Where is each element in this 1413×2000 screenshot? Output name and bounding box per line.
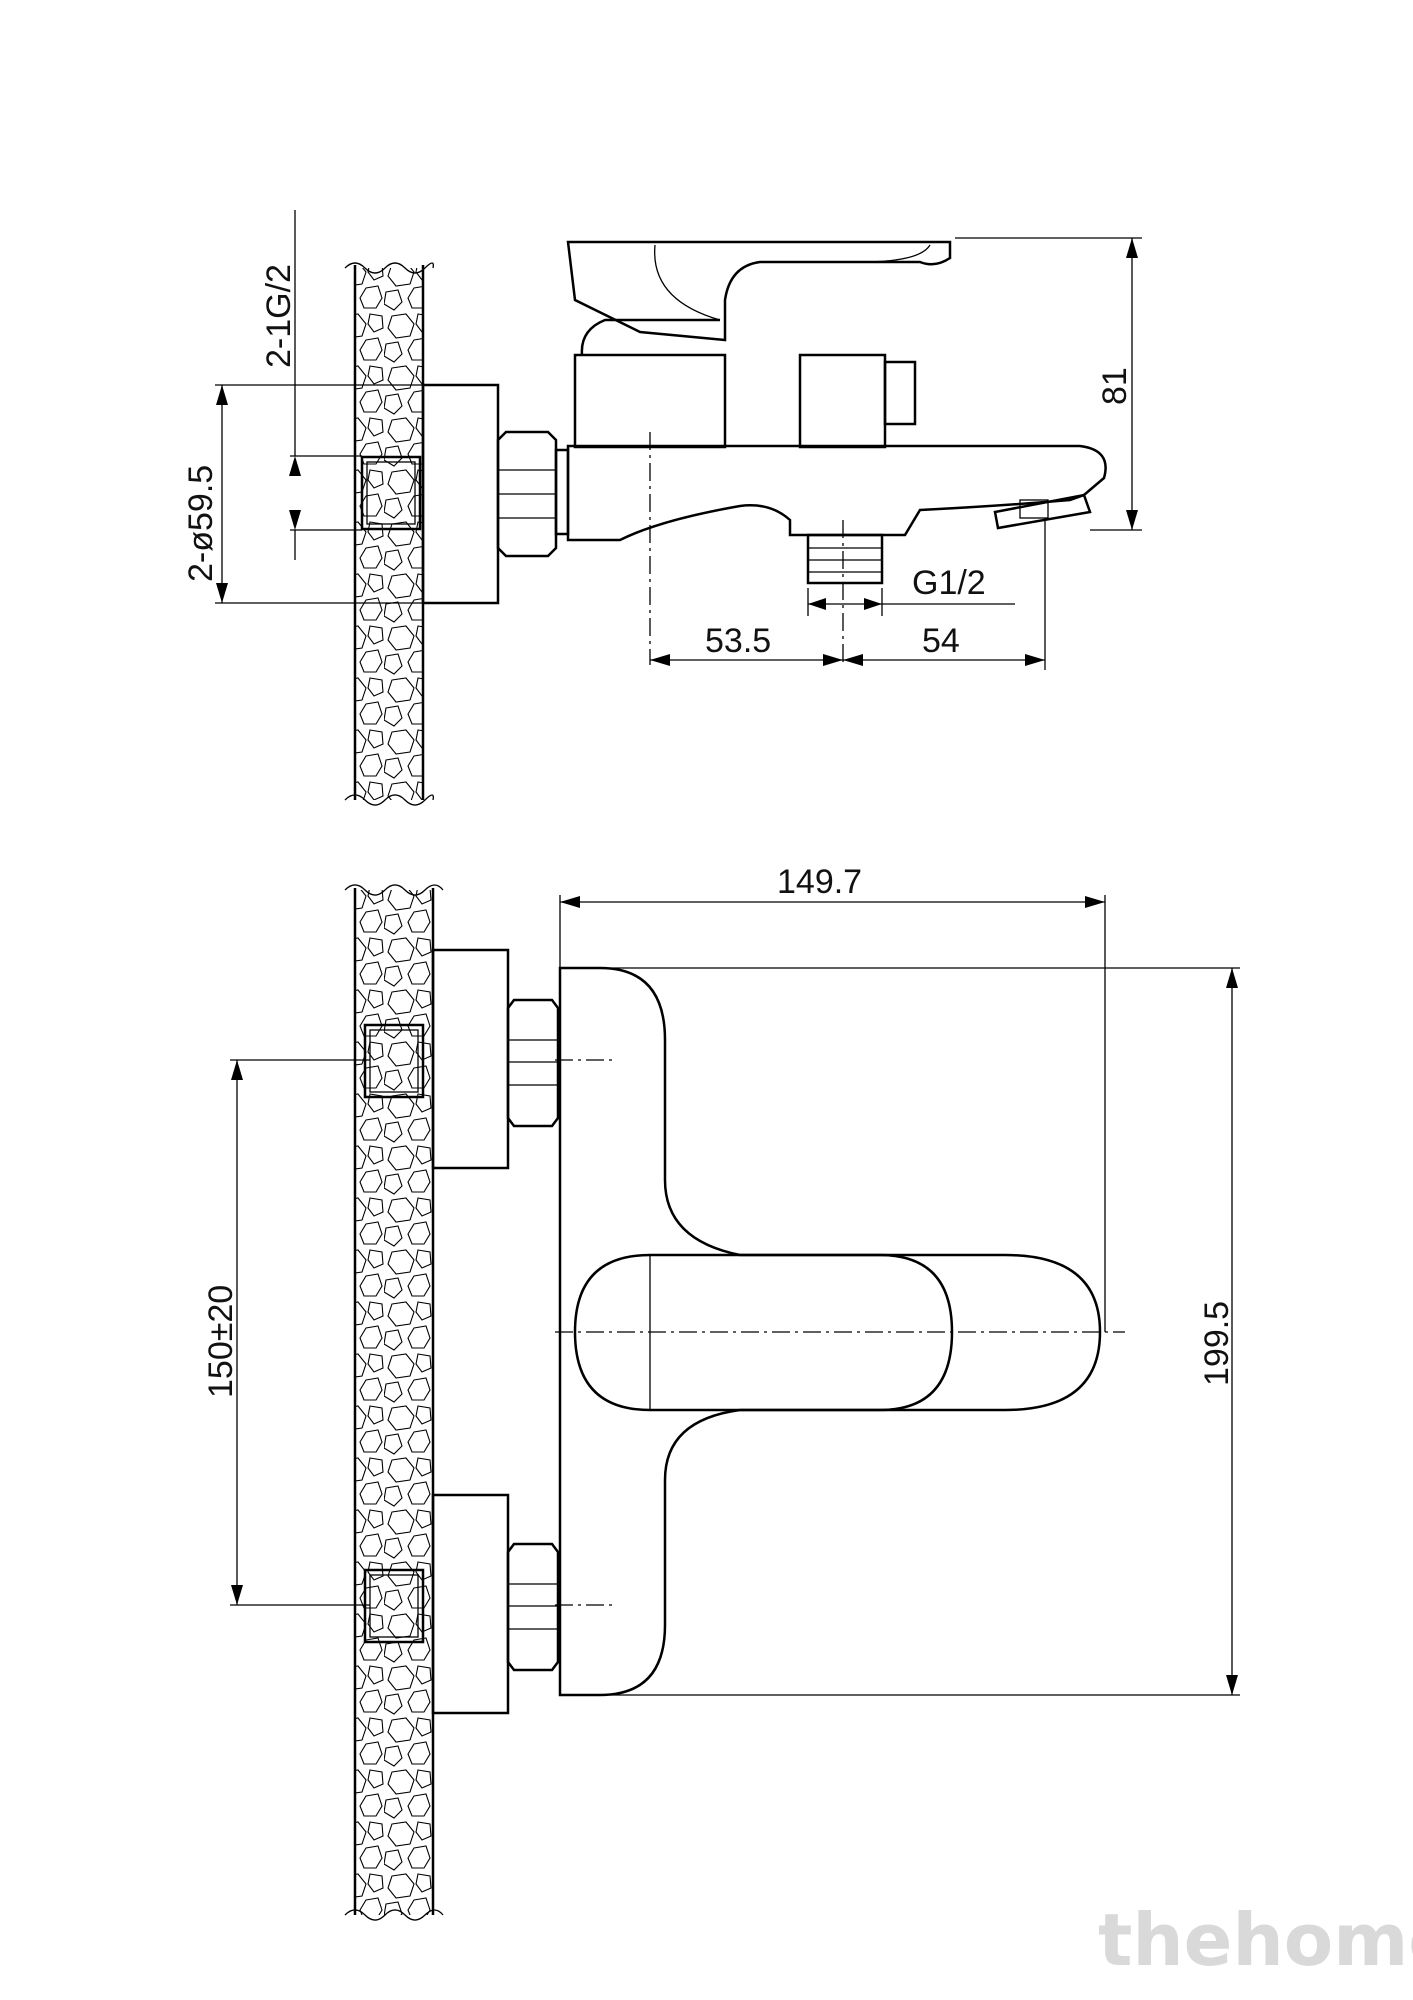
dim-center-distance: 150±20 bbox=[202, 1285, 240, 1398]
dim-offset-left: 53.5 bbox=[705, 622, 771, 660]
dim-height-81: 81 bbox=[1096, 367, 1134, 405]
hex-nut-lower bbox=[506, 1542, 560, 1672]
dim-eccentric: 2-ø59.5 bbox=[182, 465, 220, 582]
side-view: 2-1G/2 2-ø59.5 81 G1/2 53.5 54 bbox=[182, 210, 1142, 806]
wall-section-bottom bbox=[344, 884, 444, 1921]
inlet-nipple-upper bbox=[363, 1023, 425, 1099]
dim-height-199: 199.5 bbox=[1198, 1301, 1236, 1386]
escutcheon-lower bbox=[431, 1493, 510, 1715]
hex-nut-upper bbox=[506, 998, 560, 1128]
escutcheon-upper bbox=[431, 948, 510, 1170]
dim-offset-right: 54 bbox=[922, 622, 960, 660]
escutcheon bbox=[421, 383, 500, 605]
dim-width: 149.7 bbox=[777, 863, 862, 901]
wall-section-top bbox=[344, 262, 434, 806]
inlet-nipple-lower bbox=[363, 1568, 425, 1644]
front-view: 149.7 150±20 199.5 bbox=[202, 863, 1240, 1921]
dim-inlet-thread: 2-1G/2 bbox=[260, 264, 298, 368]
dim-outlet-thread: G1/2 bbox=[912, 564, 986, 602]
hex-nut bbox=[496, 430, 570, 558]
watermark-logo: thehome bbox=[1098, 1898, 1413, 1982]
inlet-nipple bbox=[360, 455, 422, 531]
mixer-body-side bbox=[566, 240, 1107, 585]
